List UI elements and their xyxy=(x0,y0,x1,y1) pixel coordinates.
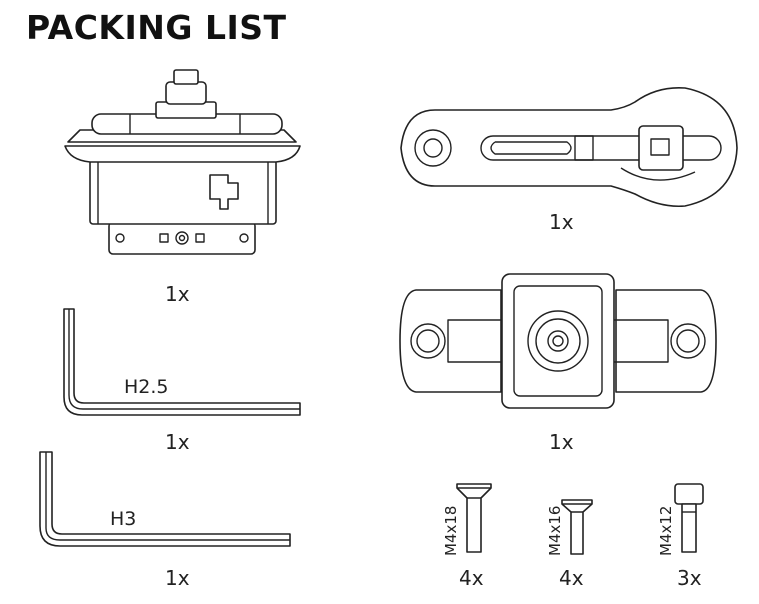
quick-release-base-quantity: 1x xyxy=(165,282,190,306)
hex-key-h2-5-illustration xyxy=(63,308,301,416)
rail-clamp-quantity: 1x xyxy=(549,430,574,454)
screw-m4x16-label: M4x16 xyxy=(546,505,564,556)
screw-m4x18-label: M4x18 xyxy=(442,505,460,556)
screw-m4x12-label: M4x12 xyxy=(657,505,675,556)
screw-m4x12-illustration xyxy=(674,483,704,553)
screw-m4x16-illustration xyxy=(561,499,593,555)
rotating-arm-illustration xyxy=(400,86,738,208)
screw-m4x18-illustration xyxy=(456,483,492,553)
hex-key-h2-5-quantity: 1x xyxy=(165,430,190,454)
rotating-arm-quantity: 1x xyxy=(549,210,574,234)
rail-clamp-illustration xyxy=(399,273,717,409)
hex-key-h2-5-label: H2.5 xyxy=(124,376,169,398)
page-title: PACKING LIST xyxy=(26,8,287,47)
hex-key-h3-illustration xyxy=(39,451,291,547)
hex-key-h3-label: H3 xyxy=(110,508,137,530)
screw-m4x18-quantity: 4x xyxy=(459,566,484,590)
hex-key-h3-quantity: 1x xyxy=(165,566,190,590)
screw-m4x16-quantity: 4x xyxy=(559,566,584,590)
screw-m4x12-quantity: 3x xyxy=(677,566,702,590)
quick-release-base-illustration xyxy=(64,69,301,255)
